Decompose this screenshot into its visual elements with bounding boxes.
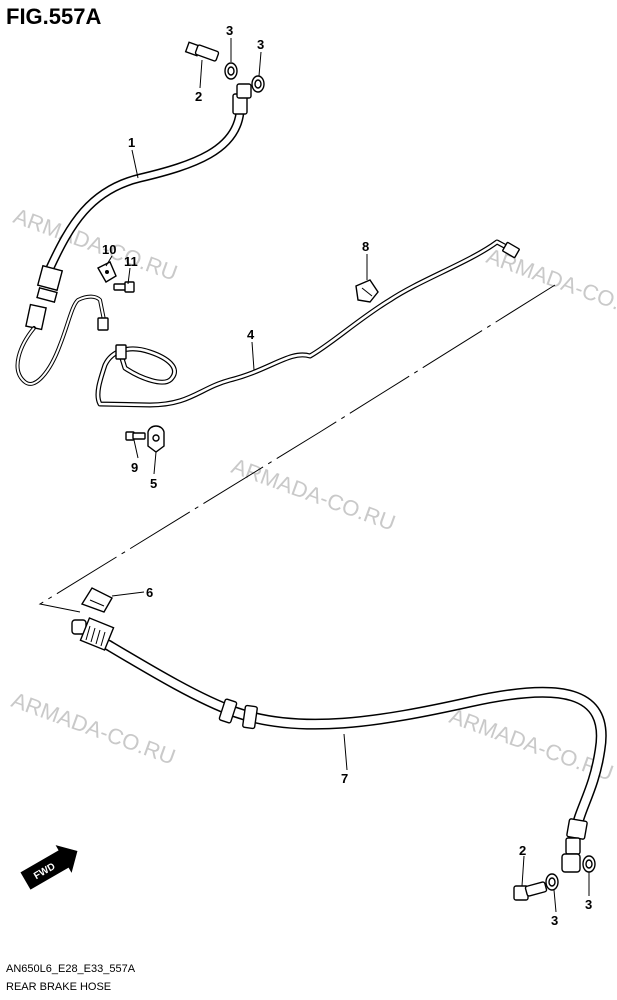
- callout-3-top-right: 3: [257, 37, 264, 52]
- hose-1: [15, 83, 252, 386]
- hose-7: [71, 617, 607, 873]
- figure-title: FIG.557A: [6, 4, 101, 29]
- assembly-guide-lines: [38, 284, 556, 613]
- banjo-bolt-bottom: [513, 881, 548, 901]
- callout-layer: 1 2 3 3 4 5 6 7 8 9 10 11 2 3 3: [102, 23, 592, 928]
- watermark-3: ARMADA-CO.RU: [228, 453, 399, 535]
- diagram-caption: REAR BRAKE HOSE: [6, 981, 111, 993]
- clamp-10: [97, 261, 117, 283]
- clip-6: [80, 587, 113, 613]
- watermark-2: ARMADA-CO.RU: [483, 243, 617, 325]
- banjo-bolt-top: [184, 41, 220, 62]
- callout-2-bottom: 2: [519, 843, 526, 858]
- watermark-1: ARMADA-CO.RU: [10, 203, 181, 285]
- callout-7: 7: [341, 771, 348, 786]
- callout-10: 10: [102, 242, 116, 257]
- callout-8: 8: [362, 239, 369, 254]
- watermark-4: ARMADA-CO.RU: [8, 687, 179, 769]
- banjo-fitting-top: [236, 83, 252, 99]
- leader-lines: [105, 38, 590, 913]
- callout-3-top-left: 3: [226, 23, 233, 38]
- callout-4: 4: [247, 327, 255, 342]
- diagram-code: AN650L6_E28_E33_557A: [6, 963, 136, 975]
- clamp-5: [147, 425, 165, 453]
- callout-11: 11: [124, 254, 138, 269]
- callout-9: 9: [131, 460, 138, 475]
- bolt-11: [113, 281, 135, 293]
- callout-3-bottom-left: 3: [551, 913, 558, 928]
- bolt-9: [125, 431, 146, 441]
- fwd-arrow-icon: [20, 845, 78, 890]
- callout-2-top: 2: [195, 89, 202, 104]
- callout-1: 1: [128, 135, 135, 150]
- hose-7-grommet: [218, 698, 238, 724]
- callout-5: 5: [150, 476, 157, 491]
- callout-3-bottom-right: 3: [585, 897, 592, 912]
- fwd-direction-badge: FWD: [20, 845, 78, 890]
- brake-pipe-4: [95, 239, 520, 408]
- hose-7-end-fitting: [71, 617, 115, 651]
- callout-6: 6: [146, 585, 153, 600]
- clamp-8: [355, 279, 379, 303]
